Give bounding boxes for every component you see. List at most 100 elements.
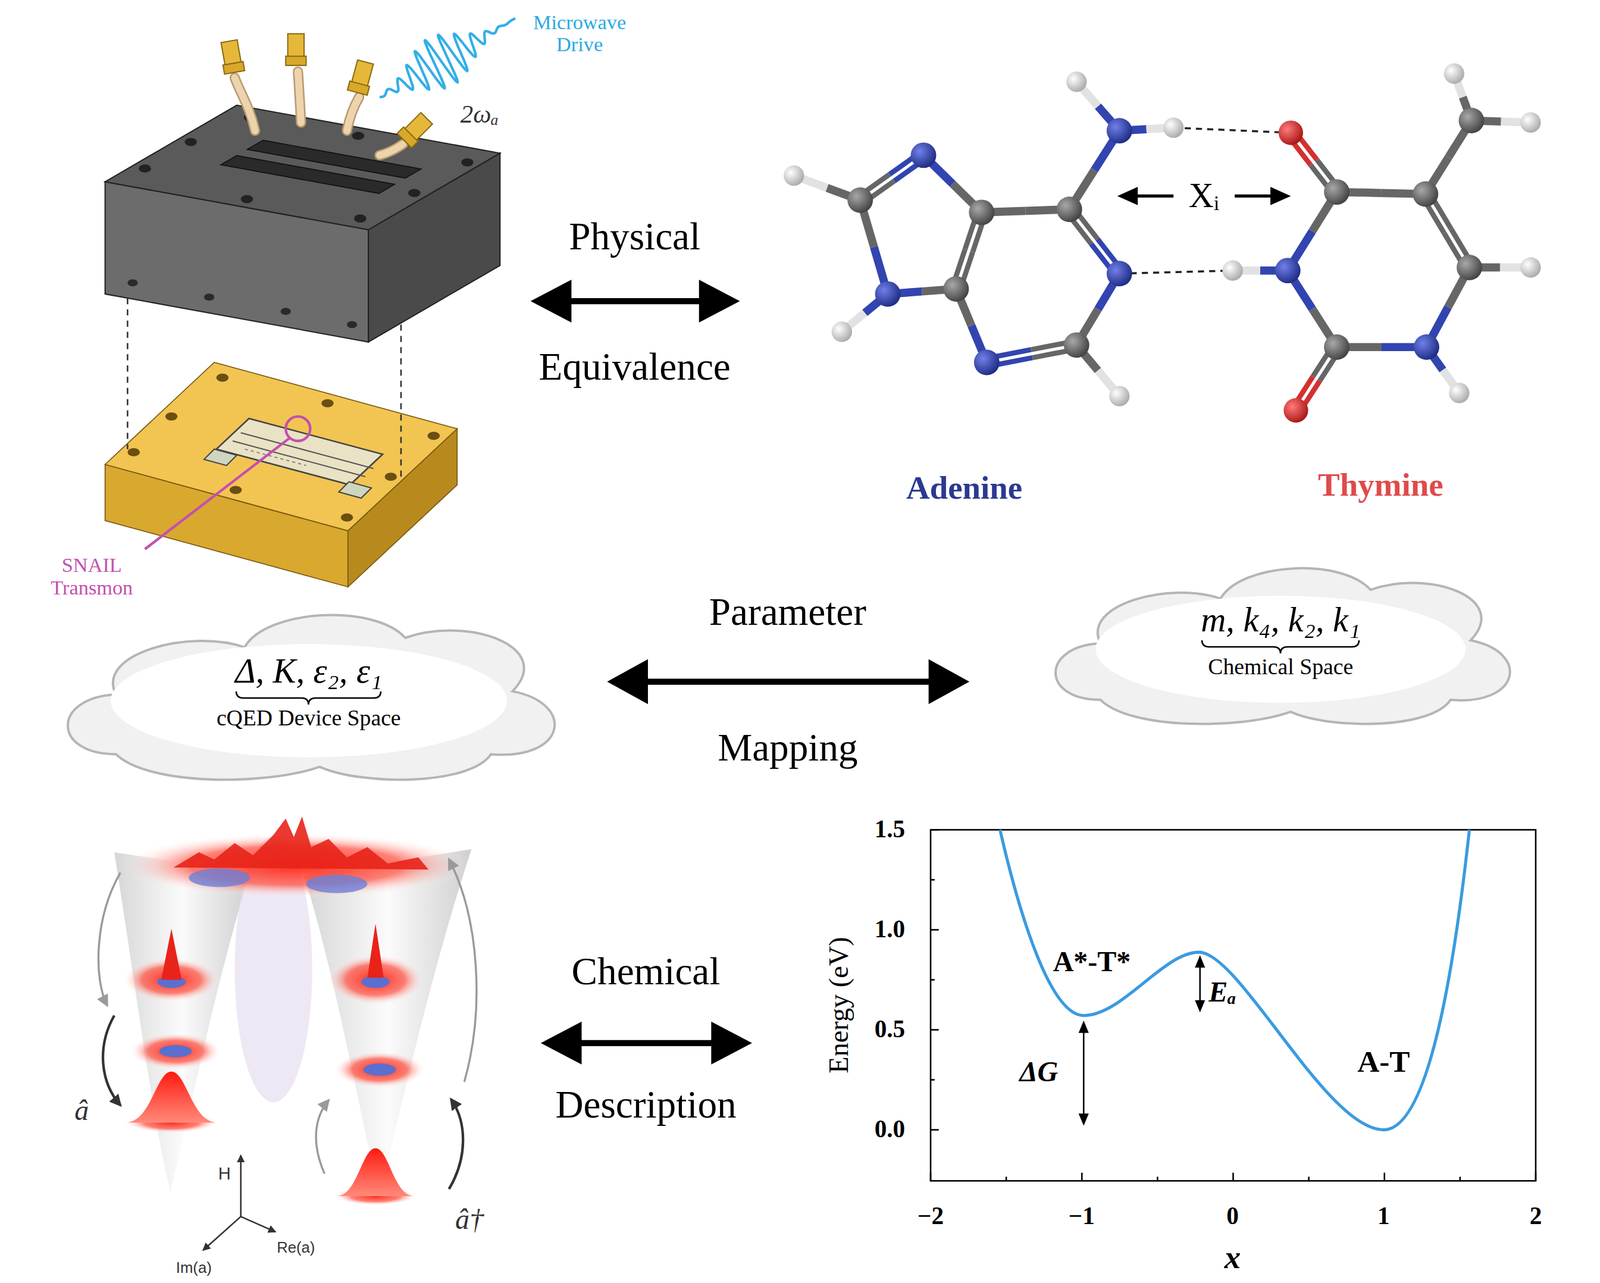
energy-label: Eₐ	[1208, 975, 1236, 1008]
energy-plot-part	[1078, 955, 1206, 1126]
wigner-illustration-part	[173, 816, 430, 870]
wigner-illustration-part	[336, 1147, 415, 1196]
arrow-head	[928, 659, 970, 704]
double-arrow	[530, 279, 753, 1065]
state-label: A-T	[1357, 1044, 1411, 1079]
node-content: Δ, K, ε₂, ε₁cQED Device Space	[41, 596, 577, 786]
axis-tick	[1156, 1176, 1159, 1181]
wigner-illustration-part	[159, 1044, 193, 1058]
device-lid-part	[461, 158, 474, 167]
coax-cable-part	[234, 77, 255, 131]
cloud-highlight	[110, 644, 507, 758]
atom	[1278, 120, 1304, 146]
atom	[847, 187, 873, 214]
double-arrow	[606, 659, 970, 704]
axis-tick	[1459, 1176, 1462, 1181]
sma-connector-part-part	[347, 80, 370, 96]
energy-label: ΔG	[1019, 1055, 1058, 1088]
molecule	[783, 63, 1541, 423]
axis-tick	[930, 878, 935, 881]
device-lid	[105, 105, 501, 343]
space-label: Chemical Space	[1207, 654, 1354, 679]
wigner-illustration-part	[239, 1154, 242, 1217]
hydrogen-bond	[1119, 270, 1233, 274]
drive-label: Microwave Drive	[518, 11, 641, 56]
axis-label: H	[218, 1163, 231, 1183]
atom	[1520, 112, 1541, 133]
device-lid-part	[247, 140, 422, 179]
cloud-outline	[67, 615, 555, 781]
tick-label: 0.5	[874, 1016, 906, 1044]
relation-label: Physical	[568, 215, 701, 259]
atom	[943, 276, 969, 302]
atom	[1106, 260, 1133, 287]
device-lid-part	[138, 164, 152, 173]
frequency-label: 2ωₐ	[460, 100, 499, 129]
atom	[974, 349, 1000, 376]
coax-cable-part	[234, 77, 255, 131]
component-label: SNAIL Transmon	[35, 553, 149, 599]
atom	[968, 199, 995, 225]
double-arrow-part	[540, 1021, 582, 1065]
cloud-shape	[1030, 550, 1531, 730]
device-lid-part	[204, 293, 215, 301]
molecule-name: Thymine	[1317, 466, 1443, 503]
atom	[1109, 385, 1130, 406]
brace-line	[1201, 640, 1360, 654]
hydrogen-bond	[1173, 127, 1291, 134]
cloud-outline	[1055, 568, 1511, 725]
energy-plot-part-part	[1078, 1113, 1089, 1126]
double-arrow-part	[699, 279, 741, 323]
atom	[1448, 382, 1470, 403]
device-base-part	[216, 373, 230, 383]
wigner-illustration-part	[305, 874, 368, 894]
device-base-part	[229, 485, 243, 494]
wigner-illustration-part	[449, 859, 477, 1082]
coax-cable-part	[346, 96, 360, 131]
coordinate-label: Xᵢ	[1188, 176, 1220, 215]
wigner-illustration-part	[449, 1098, 464, 1189]
axis-label: Im(a)	[176, 1259, 212, 1276]
device-base-part	[127, 448, 140, 457]
sma-connector-part-part	[285, 55, 306, 65]
distance-arrow-part	[1270, 186, 1291, 206]
tick-label: 1.0	[874, 916, 906, 944]
atom	[1106, 117, 1133, 144]
cloud-shape	[41, 596, 577, 786]
device-base-part	[245, 449, 307, 466]
device-base-part	[232, 440, 366, 477]
energy-plot-part	[1000, 829, 1470, 1130]
double-arrow-part	[530, 279, 572, 323]
axis-tick	[930, 978, 935, 981]
atom	[1056, 196, 1083, 222]
energy-plot-part-part	[1194, 1000, 1205, 1013]
coax-cable-part	[346, 96, 360, 131]
tick-label: −2	[917, 1203, 944, 1230]
atom	[1066, 71, 1087, 92]
atom	[783, 165, 804, 186]
atom	[1520, 257, 1541, 278]
atom	[1283, 398, 1308, 423]
atom	[1413, 334, 1440, 360]
axis-tick	[930, 1028, 939, 1031]
relation-label: Mapping	[717, 726, 858, 770]
tick-label: 1	[1377, 1203, 1390, 1230]
wigner-illustration-part	[315, 1100, 329, 1174]
axis-tick	[1005, 1176, 1008, 1181]
wigner-illustration-part	[367, 923, 384, 978]
cloud-node: Δ, K, ε₂, ε₁cQED Device Space	[41, 596, 577, 786]
axis-tick	[930, 828, 939, 831]
arrow-shaft	[644, 678, 932, 685]
atom	[910, 142, 937, 168]
sma-connector-part	[218, 39, 245, 74]
double-arrow-part	[563, 298, 708, 305]
device-base-part	[384, 472, 398, 481]
atom	[1444, 63, 1465, 84]
wigner-illustration-part	[188, 868, 250, 888]
tick-label: 0.0	[874, 1116, 906, 1144]
wigner-illustration-part	[114, 852, 250, 1192]
space-label: cQED Device Space	[216, 705, 402, 731]
device-base-part	[285, 416, 311, 441]
device-base	[105, 362, 458, 587]
axis-tick	[1307, 1176, 1310, 1181]
